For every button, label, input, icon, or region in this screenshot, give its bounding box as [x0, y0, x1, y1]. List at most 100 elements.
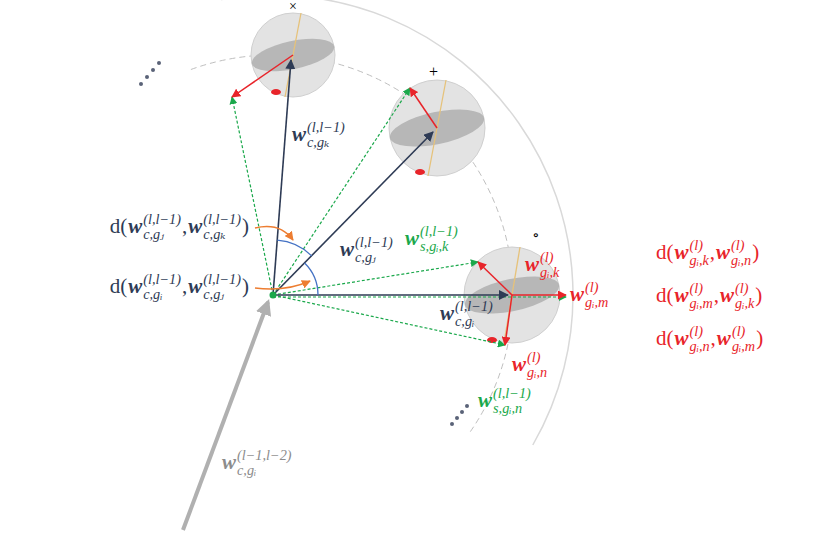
vector-symbol: w(l)gᵢ,k	[720, 281, 754, 311]
script-stack: (l)gᵢ,n	[527, 350, 547, 380]
subscript: gᵢ,m	[732, 339, 755, 354]
angle-arc	[305, 263, 318, 295]
subscript: s,gᵢ,n	[493, 401, 531, 416]
vector-symbol: w(l,l−1)c,gₖ	[292, 120, 345, 150]
vector-name: w	[720, 285, 734, 306]
subscript: c,gₖ	[203, 227, 241, 242]
vector-symbol: w(l)gᵢ,n	[716, 238, 751, 268]
math-text: ,	[182, 276, 187, 297]
math-label: w(l,l−1)s,gᵢ,k	[405, 224, 458, 254]
vector-symbol: w(l,l−1)c,gⱼ	[340, 235, 393, 265]
subscript: gᵢ,m	[690, 296, 713, 311]
math-text: )	[242, 276, 249, 297]
vector-name: w	[128, 216, 142, 237]
subscript: c,gᵢ	[237, 463, 292, 478]
red-vector	[512, 294, 566, 296]
vector-name: w	[405, 228, 419, 249]
vector-name: w	[292, 124, 306, 145]
red-dot	[487, 337, 497, 343]
red-vectors	[232, 55, 566, 345]
subscript: c,gᵢ	[455, 314, 493, 329]
math-text: )	[242, 216, 249, 237]
math-label: w(l)gᵢ,n	[512, 350, 547, 380]
math-label: w(l,l−1)c,gₖ	[292, 120, 345, 150]
red-vector	[478, 262, 512, 295]
vector-name: w	[675, 328, 689, 349]
math-label: d( w(l) gᵢ,m,w(l)gᵢ,k)	[655, 281, 763, 311]
superscript: (l,l−1)	[493, 386, 531, 401]
subscript: c,gⱼ	[355, 250, 393, 265]
script-stack: (l)gᵢ,k	[735, 281, 754, 311]
math-label: +	[428, 64, 439, 80]
math-label: w(l,l−1)c,gⱼ	[340, 235, 393, 265]
vector-symbol: w(l,l−1)s,gᵢ,n	[478, 386, 531, 416]
script-stack: (l,l−1)c,gⱼ	[355, 235, 393, 265]
superscript: (l,l−1)	[143, 272, 181, 287]
vector-symbol: w(l)gᵢ,m	[717, 324, 755, 354]
script-stack: (l)gᵢ,k	[540, 250, 559, 280]
superscript: (l)	[540, 250, 559, 265]
subscript: gᵢ,n	[690, 339, 710, 354]
vector-name: w	[525, 254, 539, 275]
math-text: )	[756, 328, 763, 349]
script-stack: (l)gᵢ,n	[690, 324, 710, 354]
ellipsis-dots	[139, 61, 469, 426]
green-vector	[273, 295, 505, 345]
vector-name: w	[188, 276, 202, 297]
math-text: ,	[182, 216, 187, 237]
red-vector	[505, 295, 512, 345]
vector-symbol: w(l,l−1)c,gᵢ	[440, 299, 493, 329]
script-stack: (l,l−1)c,gᵢ	[455, 299, 493, 329]
superscript: (l,l−1)	[455, 299, 493, 314]
math-text: ,	[710, 242, 715, 263]
superscript: (l)	[690, 238, 709, 253]
subscript: gᵢ,k	[690, 253, 709, 268]
vector-symbol: w(l,l−1)c,gₖ	[188, 212, 241, 242]
script-stack: (l,l−1)c,gⱼ	[203, 272, 241, 302]
vector-symbol: w(l)gᵢ,k	[525, 250, 559, 280]
math-label: w(l,l−1)c,gᵢ	[440, 299, 493, 329]
vector-symbol: w(l)gᵢ,m	[570, 280, 608, 310]
subscript: c,gᵢ	[143, 287, 181, 302]
dot	[465, 404, 469, 408]
center-vector	[273, 294, 508, 296]
vector-symbol: w(l,l−1)s,gᵢ,k	[405, 224, 458, 254]
script-stack: (l)gᵢ,k	[690, 238, 709, 268]
vector-name: w	[675, 242, 689, 263]
subscript: c,gⱼ	[203, 287, 241, 302]
math-text: +	[429, 64, 438, 80]
script-stack: (l,l−1)c,gⱼ	[143, 212, 181, 242]
sphere	[387, 80, 488, 176]
center-vector	[273, 60, 291, 295]
math-label: w(l,l−1)s,gᵢ,n	[478, 386, 531, 416]
superscript: (l,l−1)	[307, 120, 345, 135]
math-text: )	[755, 285, 762, 306]
script-stack: (l,l−1)c,gₖ	[203, 212, 241, 242]
origin-point	[270, 292, 277, 299]
subscript: gᵢ,n	[731, 253, 751, 268]
superscript: (l,l−1)	[420, 224, 458, 239]
vector-symbol: w(l,l−1)c,gⱼ	[128, 212, 181, 242]
dot	[151, 68, 155, 72]
script-stack: (l,l−1)c,gᵢ	[143, 272, 181, 302]
dot	[450, 422, 454, 426]
superscript: (l,l−1)	[143, 212, 181, 227]
script-stack: (l)gᵢ,n	[731, 238, 751, 268]
superscript: (l)	[690, 324, 710, 339]
math-text: ,	[711, 328, 716, 349]
math-label: ×	[288, 0, 298, 14]
vector-name: w	[570, 284, 584, 305]
superscript: (l)	[735, 281, 754, 296]
green-vectors	[232, 88, 566, 345]
math-text: d(	[110, 216, 128, 237]
vector-name: w	[512, 354, 526, 375]
math-label: d(w(l)gᵢ,k,w(l)gᵢ,n)	[655, 238, 760, 268]
vector-name: w	[440, 303, 454, 324]
math-text: ,	[714, 285, 719, 306]
outer-arc	[221, 0, 573, 445]
math-text: d(	[656, 285, 674, 306]
subscript: gᵢ,k	[735, 296, 754, 311]
vector-name: w	[716, 242, 730, 263]
dot	[139, 82, 143, 86]
